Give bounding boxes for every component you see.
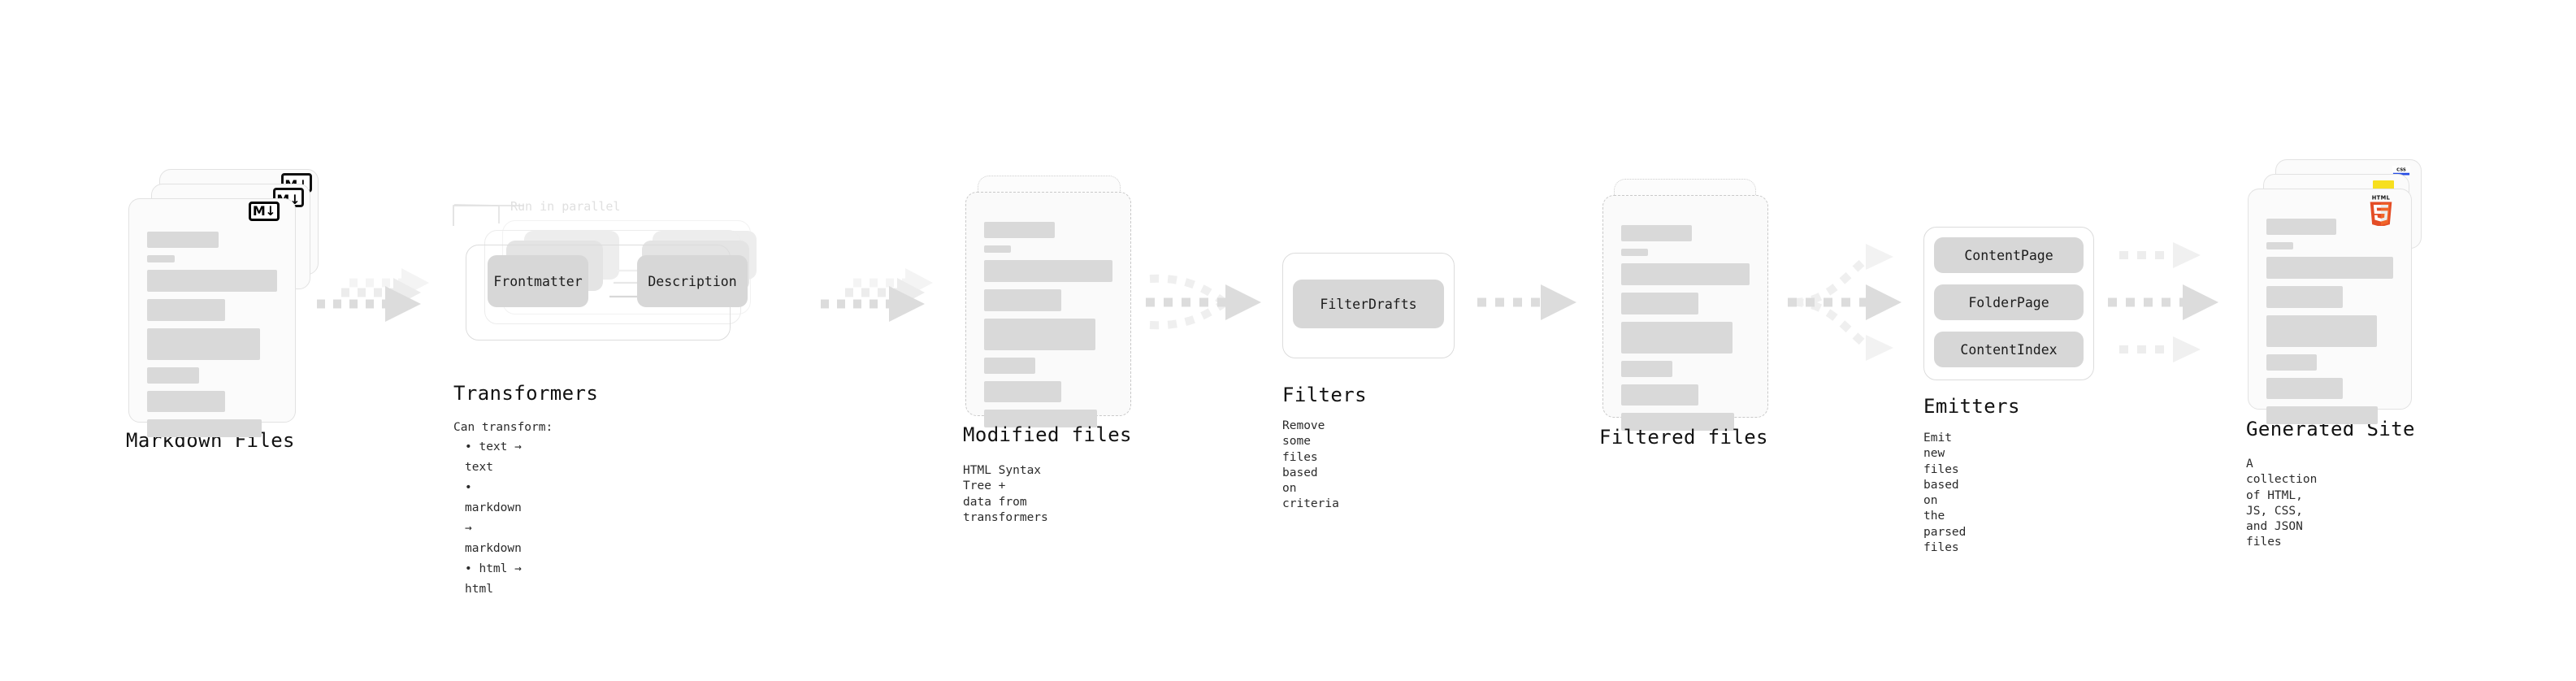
placeholder-line: [147, 270, 277, 292]
placeholder-line: [1621, 361, 1673, 377]
transformer-pill-description[interactable]: Description: [637, 255, 748, 307]
placeholder-line: [147, 232, 219, 248]
placeholder-line: [984, 289, 1061, 311]
placeholder-line: [2266, 315, 2377, 347]
placeholder-line: [2266, 286, 2343, 308]
placeholder-line: [984, 358, 1036, 374]
placeholder-line: [2266, 242, 2293, 249]
markdown-card-front: [128, 198, 296, 437]
stage-title-filters: Filters: [1282, 384, 1367, 406]
filters-group-box: [1282, 253, 1455, 358]
modified-card-lines: [984, 222, 1112, 435]
svg-text:CSS: CSS: [2396, 167, 2406, 172]
markdown-card-lines: [147, 232, 277, 445]
transformer-pill-frontmatter[interactable]: Frontmatter: [488, 255, 588, 307]
placeholder-line: [1621, 293, 1698, 314]
site-card-front: [2248, 189, 2412, 424]
stage-title-filtered-files: Filtered files: [1599, 426, 1768, 449]
placeholder-line: [147, 255, 175, 262]
emitters-pill-contentindex[interactable]: ContentIndex: [1934, 332, 2084, 367]
stage-title-modified-files: Modified files: [963, 423, 1132, 446]
markdown-badge-icon: M↓: [249, 202, 280, 221]
placeholder-line: [984, 260, 1112, 282]
placeholder-line: [984, 222, 1055, 238]
placeholder-line: [1621, 263, 1750, 285]
site-card-lines: [2266, 219, 2393, 432]
placeholder-line: [147, 299, 225, 321]
placeholder-line: [984, 381, 1061, 402]
arrow-emitters-to-site: [2108, 242, 2218, 362]
filtered-card-lines: [1621, 225, 1750, 438]
stage-desc-emitters: Emit new files based on the parsed files: [1923, 432, 1967, 554]
placeholder-line: [1621, 249, 1649, 256]
placeholder-line: [984, 410, 1098, 427]
stage-desc-generated-site: A collection of HTML, JS, CSS, and JSON …: [2246, 458, 2318, 549]
stage-desc-filters: Remove some files based on criteria: [1282, 419, 1339, 511]
transformers-bullet-item: html → html: [465, 559, 522, 600]
transformers-bullet-item: markdown → markdown: [465, 478, 522, 559]
arrow-filtered-to-emitters: [1788, 244, 1902, 361]
transformers-can-transform-label: Can transform:: [453, 421, 553, 434]
html5-icon: HTML: [2370, 195, 2392, 226]
run-in-parallel-label: Run in parallel: [510, 199, 621, 214]
placeholder-line: [2266, 219, 2336, 235]
stage-desc-modified-files: HTML Syntax Tree + data from transformer…: [963, 464, 1048, 524]
placeholder-line: [2266, 257, 2393, 279]
transformers-bullet-item: text → text: [465, 437, 522, 478]
arrow-markdown-to-transformers: [317, 268, 429, 322]
arrow-filters-to-filtered: [1477, 284, 1576, 320]
filtered-card-front: [1602, 195, 1768, 431]
placeholder-line: [147, 419, 262, 437]
transformers-bullet-list: text → text markdown → markdown html → h…: [465, 437, 522, 600]
arrow-modified-to-filters: [1146, 274, 1261, 330]
placeholder-line: [2266, 406, 2379, 424]
placeholder-line: [1621, 225, 1692, 241]
emitters-pill-contentpage[interactable]: ContentPage: [1934, 237, 2084, 273]
placeholder-line: [147, 328, 261, 360]
arrow-transformers-to-modified: [821, 268, 933, 322]
modified-card-front: [965, 192, 1131, 427]
filters-pill-filterdrafts[interactable]: FilterDrafts: [1293, 280, 1444, 328]
placeholder-line: [1621, 413, 1735, 431]
stage-title-transformers: Transformers: [453, 382, 599, 405]
placeholder-line: [2266, 354, 2318, 371]
placeholder-line: [1621, 322, 1733, 354]
placeholder-line: [147, 367, 199, 384]
placeholder-line: [2266, 378, 2343, 399]
placeholder-line: [984, 319, 1096, 350]
placeholder-line: [147, 391, 225, 412]
placeholder-line: [1621, 384, 1698, 406]
stage-title-emitters: Emitters: [1923, 395, 2020, 418]
emitters-pill-folderpage[interactable]: FolderPage: [1934, 284, 2084, 320]
svg-text:HTML: HTML: [2372, 195, 2391, 202]
placeholder-line: [984, 245, 1012, 253]
emitters-group-box: [1923, 227, 2094, 380]
